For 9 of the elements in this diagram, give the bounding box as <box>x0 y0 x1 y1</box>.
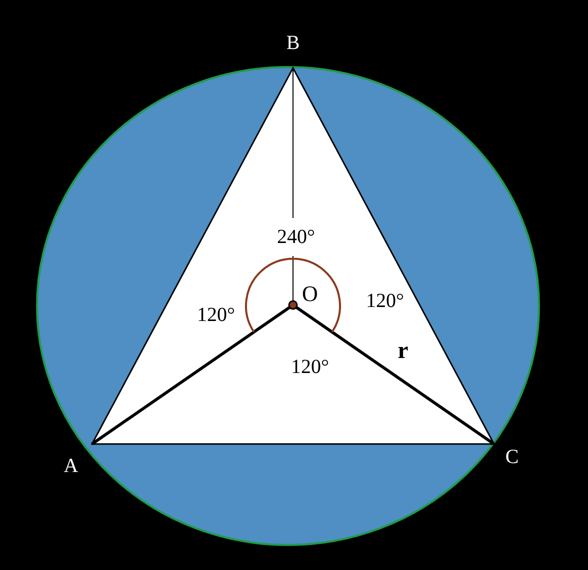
angle-label: 120° <box>197 305 235 325</box>
vertex-label: B <box>286 33 300 53</box>
vertex-label: C <box>505 447 519 467</box>
radius-label: r <box>398 339 408 363</box>
center-label: O <box>302 283 318 305</box>
angle-label: 120° <box>291 357 329 377</box>
vertex-label: A <box>64 456 78 476</box>
angle-label: 120° <box>366 291 404 311</box>
angle-label: 240° <box>277 227 315 247</box>
